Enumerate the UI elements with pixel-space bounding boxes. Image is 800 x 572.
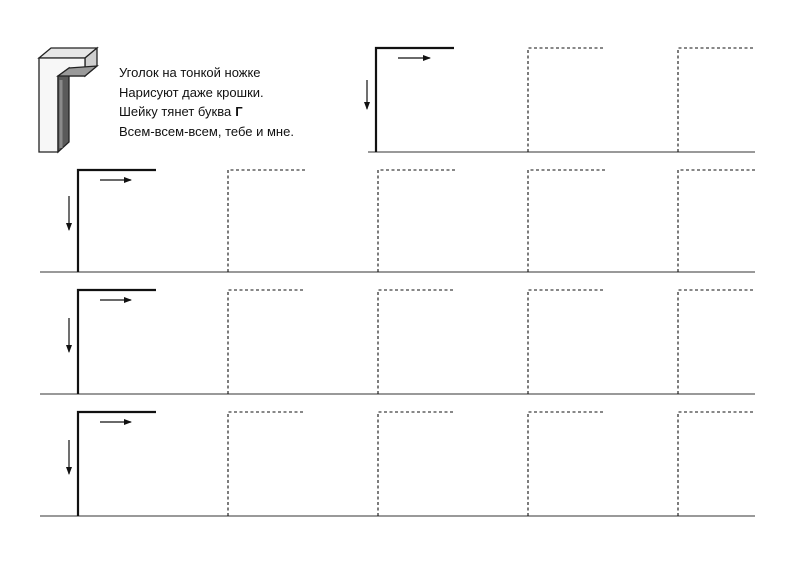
dotted-letter-g xyxy=(527,47,605,152)
solid-letter-g-row-3 xyxy=(76,288,156,394)
dotted-letter-g xyxy=(527,169,605,272)
dotted-letter-g xyxy=(677,47,755,152)
dotted-letter-g xyxy=(377,411,455,516)
dotted-letter-g xyxy=(527,411,605,516)
bold-letter-g: Г xyxy=(235,104,243,119)
solid-letter-g-row-1 xyxy=(374,46,454,152)
poem-line-2: Нарисуют даже крошки. xyxy=(119,84,264,100)
poem-line-4: Всем-всем-всем, тебе и мне. xyxy=(119,123,294,139)
poem-line-3-text: Шейку тянет буква xyxy=(119,104,232,119)
dotted-letter-g xyxy=(527,289,605,394)
solid-letter-g-row-4 xyxy=(76,410,156,516)
3d-letter-g-icon xyxy=(37,46,99,154)
dotted-letter-g xyxy=(377,289,455,394)
dotted-letter-g xyxy=(227,411,305,516)
dotted-letter-g xyxy=(227,169,305,272)
poem: Уголок на тонкой ножке Нарисуют даже кро… xyxy=(119,63,294,141)
dotted-letter-g xyxy=(227,289,305,394)
dotted-letter-g xyxy=(677,289,755,394)
solid-letter-g-row-2 xyxy=(76,168,156,272)
dotted-letter-g xyxy=(677,411,755,516)
dotted-letter-g xyxy=(677,169,755,272)
dotted-letter-g xyxy=(377,169,455,272)
poem-line-1: Уголок на тонкой ножке xyxy=(119,65,261,80)
